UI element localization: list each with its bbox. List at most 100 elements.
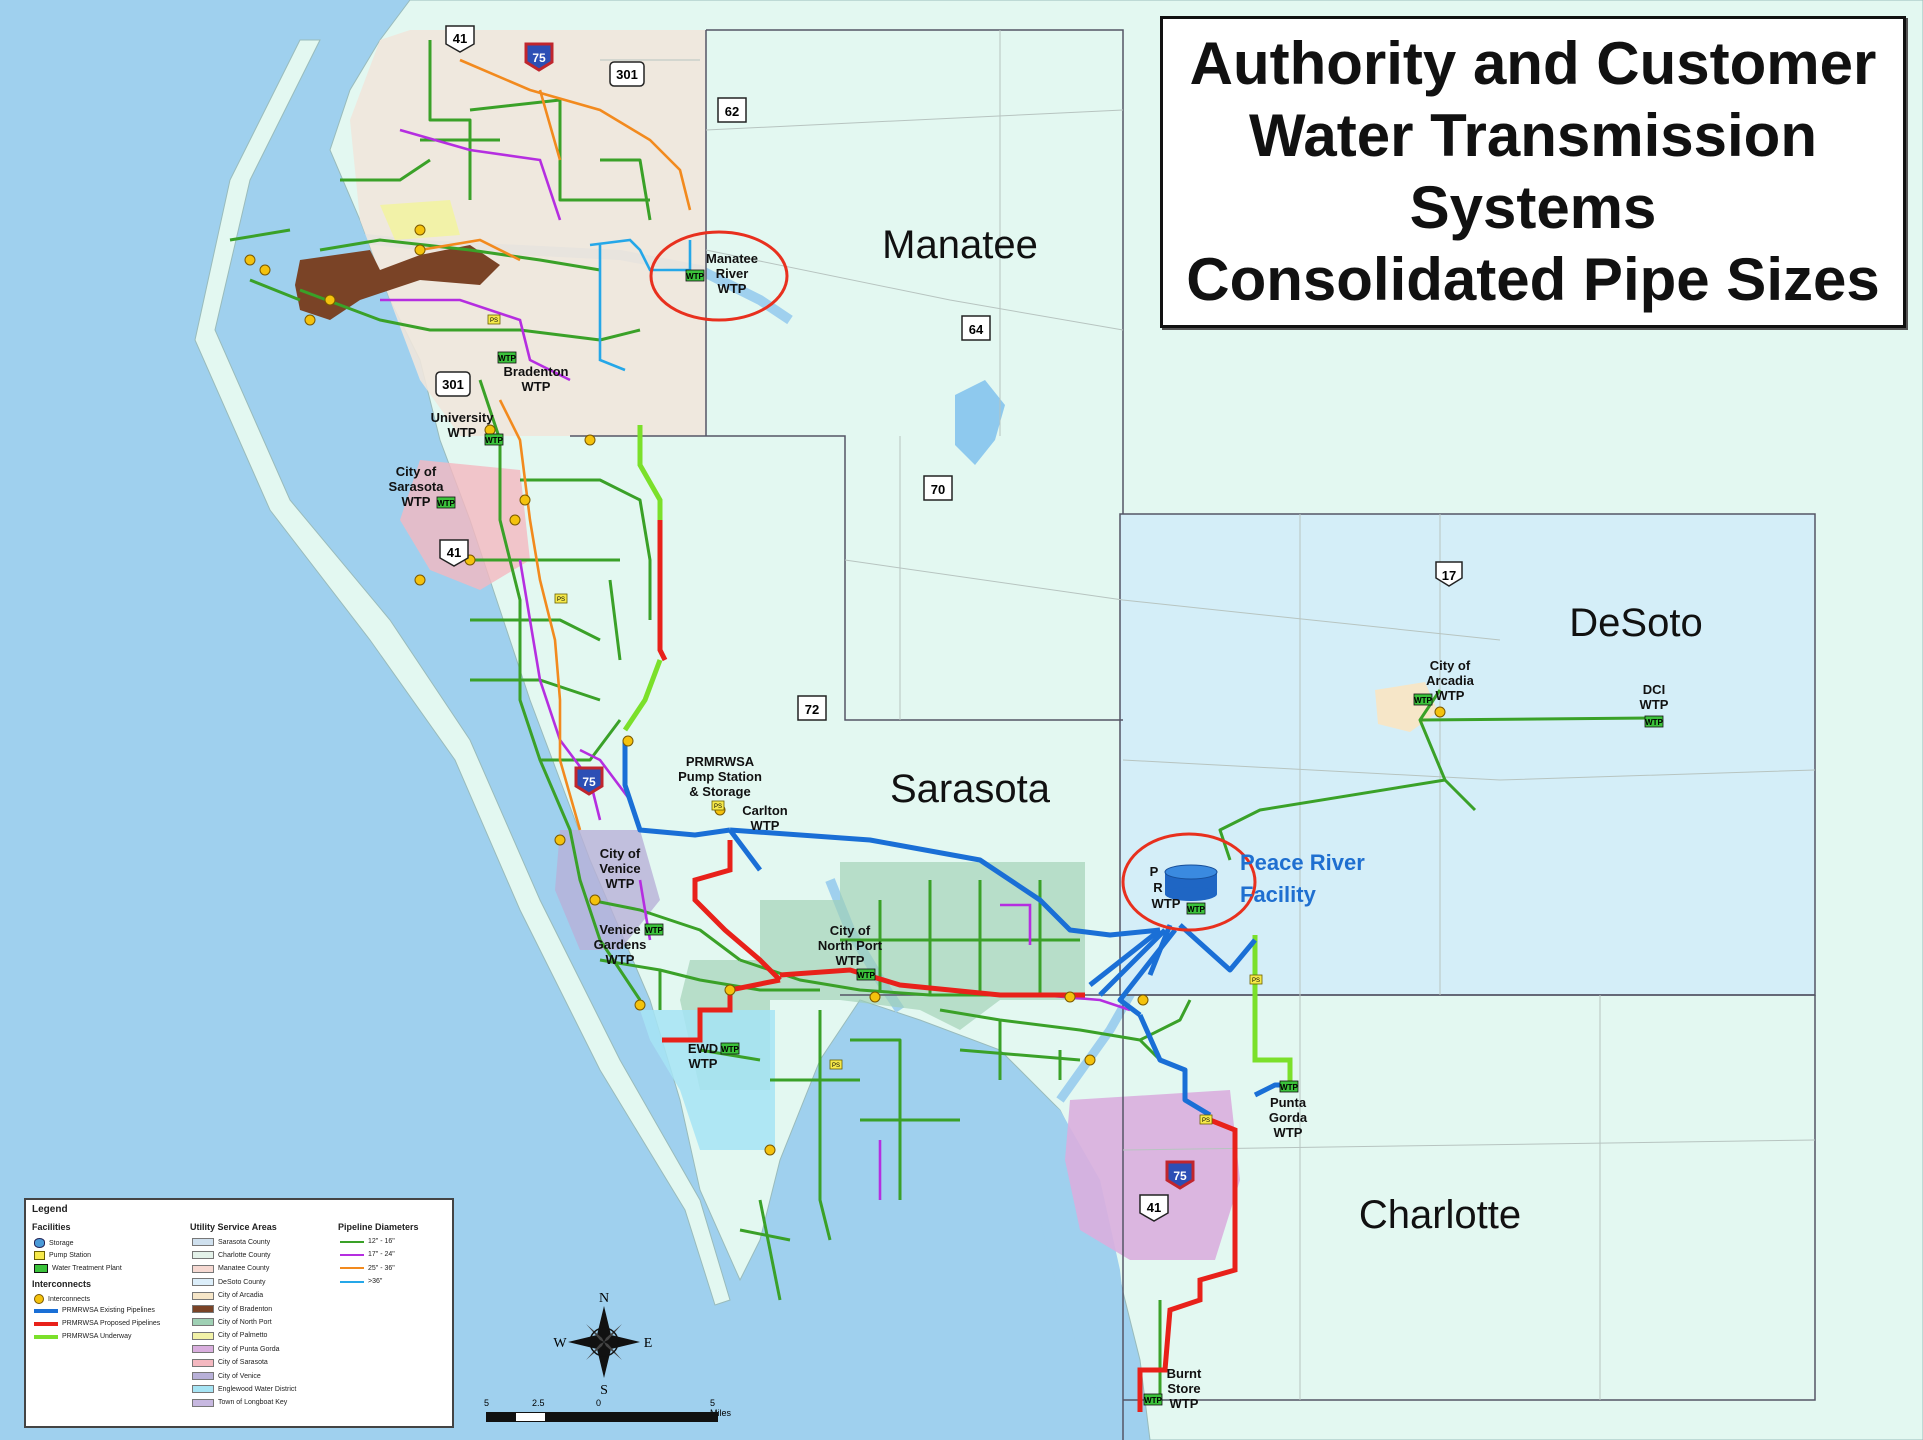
sr-72-shield: 72 [797, 695, 827, 721]
manatee-river-highlight-circle [649, 230, 789, 322]
svg-text:N: N [599, 1291, 609, 1306]
legend-service-area: City of Punta Gorda [192, 1345, 279, 1354]
svg-text:WTP: WTP [686, 272, 704, 281]
us-41-shield-sarasota: 41 [439, 539, 469, 567]
county-label-manatee: Manatee [882, 223, 1038, 267]
svg-text:70: 70 [931, 482, 945, 497]
svg-text:PS: PS [832, 1063, 840, 1069]
legend-title: Legend [32, 1204, 68, 1215]
ps-badge: PS [829, 1059, 843, 1070]
roads [600, 30, 1816, 1400]
legend-item-existing-pipelines: PRMRWSA Existing Pipelines [34, 1307, 155, 1314]
service-area-swatch [192, 1305, 214, 1313]
ps-badge: PS [1199, 1114, 1213, 1125]
palmetto-area [380, 200, 460, 240]
svg-text:75: 75 [582, 775, 596, 789]
svg-text:301: 301 [442, 377, 464, 392]
underway-pipeline-swatch [34, 1334, 58, 1339]
venice-area [555, 830, 660, 950]
sr-70-shield: 70 [923, 475, 953, 501]
service-area-swatch [192, 1385, 214, 1394]
service-area-label: Manatee County [218, 1265, 270, 1273]
legend-interconnects-heading: Interconnects [32, 1279, 92, 1289]
service-area-swatch [192, 1251, 214, 1260]
wtp-badge: WTP [1644, 715, 1664, 728]
service-area-swatch [192, 1291, 214, 1300]
service-area-swatch [192, 1358, 214, 1367]
svg-text:WTP: WTP [1187, 905, 1205, 914]
pump-station-badges: PS PS PS PS PS PS [487, 314, 1263, 1125]
legend-service-area: Sarasota County [192, 1238, 270, 1246]
diameter-label: >36" [368, 1278, 383, 1286]
peace-river-tank [1164, 864, 1218, 901]
sr-17-shield: 17 [1435, 561, 1463, 587]
service-area-label: City of Bradenton [218, 1305, 273, 1313]
us-41-shield-charlotte: 41 [1139, 1194, 1169, 1222]
service-area-label: City of Sarasota [218, 1359, 268, 1367]
sr-64-shield: 64 [961, 315, 991, 341]
proposed-pipeline-swatch [34, 1321, 58, 1326]
service-area-label: Englewood Water District [218, 1385, 297, 1393]
svg-text:PS: PS [557, 597, 565, 603]
legend-service-area: City of North Port [192, 1318, 272, 1327]
svg-text:E: E [644, 1336, 653, 1351]
wtp-badges: WTP WTP WTP WTP WTP WTP WTP WTP WTP WTP … [436, 269, 1664, 1406]
svg-text:41: 41 [447, 545, 461, 560]
ps-badge: PS [554, 593, 568, 604]
map-title: Authority and Customer Water Transmissio… [1160, 16, 1906, 328]
interconnect-markers [244, 224, 1446, 1156]
legend-diameter: >36" [340, 1278, 382, 1285]
svg-text:WTP: WTP [721, 1045, 739, 1054]
scale-label: 5 [484, 1398, 490, 1408]
wtp-badge: WTP [685, 269, 705, 282]
service-area-swatch [192, 1318, 214, 1327]
svg-text:S: S [600, 1383, 608, 1398]
wtp-badge: WTP [1279, 1080, 1299, 1093]
wtp-badge: WTP [720, 1042, 740, 1055]
diameter-swatch [340, 1253, 364, 1256]
water-treatment-plant-icon [34, 1264, 48, 1273]
cyan-pipe [589, 238, 692, 272]
legend-service-area: Manatee County [192, 1264, 270, 1273]
peace-river-highlight-circle [1121, 832, 1257, 932]
svg-text:PS: PS [1252, 978, 1260, 984]
svg-text:WTP: WTP [437, 499, 455, 508]
svg-text:PS: PS [1202, 1118, 1210, 1124]
ps-badge: PS [711, 800, 725, 811]
interconnect-icon [34, 1294, 44, 1304]
svg-text:WTP: WTP [498, 354, 516, 363]
compass-rose: N S E W [553, 1291, 652, 1398]
service-area-swatch [192, 1238, 214, 1246]
service-area-label: Charlotte County [218, 1251, 271, 1259]
service-area-label: City of Venice [218, 1372, 261, 1380]
us-301-shield-south: 301 [435, 371, 471, 397]
service-area-swatch [192, 1331, 214, 1340]
i-75-shield-sarasota: 75 [574, 766, 604, 796]
svg-text:WTP: WTP [1645, 718, 1663, 727]
legend-service-area: City of Venice [192, 1372, 261, 1380]
wtp-badge: WTP [1186, 902, 1206, 915]
diameter-swatch [340, 1240, 364, 1243]
i-75-shield-charlotte: 75 [1165, 1160, 1195, 1190]
title-line: Systems [1409, 174, 1657, 241]
scale-bar: 5 2.5 0 5 Miles [484, 1398, 731, 1432]
service-area-swatch [192, 1372, 214, 1380]
service-area-label: City of Arcadia [218, 1292, 264, 1300]
legend-item-wtp: Water Treatment Plant [34, 1264, 122, 1273]
pump-station-icon [34, 1251, 45, 1260]
service-area-label: City of North Port [218, 1318, 272, 1326]
svg-text:PS: PS [714, 804, 722, 810]
legend-diameter: 25" - 36" [340, 1265, 395, 1272]
legend-facilities-heading: Facilities [32, 1222, 71, 1232]
